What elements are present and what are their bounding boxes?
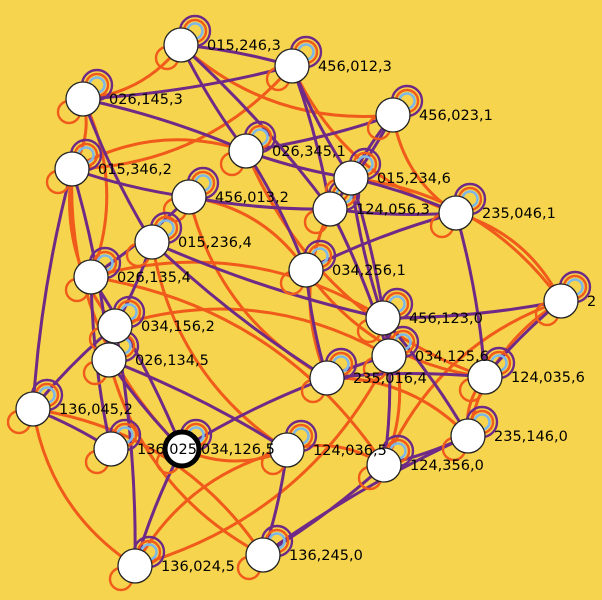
node-label-136-045-2: 136,045,2 [59, 402, 133, 418]
node-label-026-345-1: 026,345,1 [272, 144, 346, 160]
node-034-156-2[interactable] [97, 308, 133, 344]
node-026-134-5[interactable] [91, 342, 127, 378]
node-layer [15, 27, 579, 584]
node-124-056-3[interactable] [312, 191, 348, 227]
node-label-235-146-0: 235,146,0 [494, 429, 568, 445]
node-235-016-4[interactable] [309, 360, 345, 396]
node-136-245-0[interactable] [245, 537, 281, 573]
node-label-456-023-1: 456,023,1 [419, 108, 493, 124]
node-label-034-125-6: 034,125,6 [415, 349, 489, 365]
node-label-034-126-5: 034,126,5 [201, 442, 275, 458]
node-label-235-016-4: 235,016,4 [353, 371, 427, 387]
node-235-146-0[interactable] [450, 418, 486, 454]
purple-edge-026-145-3-to-026-345-1 [81, 97, 248, 153]
purple-edge-015-236-4-to-456-123-0 [150, 240, 385, 320]
node-136-025[interactable] [162, 429, 202, 469]
node-label-136-024-5: 136,024,5 [161, 559, 235, 575]
orange-edge-034-156-2-to-034-125-6 [113, 307, 391, 358]
node-label-026-145-3: 026,145,3 [109, 92, 183, 108]
node-015-346-2[interactable] [54, 151, 90, 187]
node-label-235-046-1: 235,046,1 [482, 206, 556, 222]
node-034-256-1[interactable] [288, 252, 324, 288]
node-label-026-135-4: 026,135,4 [117, 270, 191, 286]
orange-edge-026-134-5-to-136-245-0 [107, 358, 265, 557]
purple-edge-026-145-3-to-456-012-3 [81, 64, 294, 101]
orange-edge-026-135-4-to-124-356-0 [89, 275, 386, 467]
node-label-034-256-1: 034,256,1 [332, 263, 406, 279]
node-235-046-1[interactable] [438, 195, 474, 231]
node-label-456-123-0: 456,123,0 [409, 311, 483, 327]
node-label-034-156-2: 034,156,2 [141, 319, 215, 335]
node-456-123-0[interactable] [365, 300, 401, 336]
node-026-345-1[interactable] [228, 133, 264, 169]
purple-edge-015-236-4-to-235-016-4 [150, 240, 329, 380]
orange-edge-136-045-2-to-136-024-5 [31, 407, 137, 568]
node-label-456-012-3: 456,012,3 [318, 59, 392, 75]
node-label-124-035-6: 124,035,6 [511, 370, 585, 386]
node-label-124-036-5: 124,036,5 [313, 443, 387, 459]
purple-edge-124-056-3-to-034-125-6 [328, 207, 391, 358]
node-124-356-0[interactable] [366, 447, 402, 483]
purple-edge-026-134-5-to-124-036-5 [107, 358, 289, 452]
node-034-126-5[interactable] [93, 431, 129, 467]
orange-edge-136-045-2-to-136-245-0 [31, 407, 265, 557]
purple-edge-015-346-2-to-136-045-2 [31, 167, 74, 411]
node-label-136-025: 136,025 [137, 442, 197, 458]
node-124-036-5[interactable] [269, 432, 305, 468]
node-015-236-4[interactable] [134, 224, 170, 260]
node-124-035-6[interactable] [467, 359, 503, 395]
purple-edge-026-145-3-to-015-236-4 [81, 97, 154, 244]
orange-edge-026-345-1-to-124-035-6 [244, 149, 487, 379]
node-026-145-3[interactable] [65, 81, 101, 117]
orange-edge-015-246-3-to-456-023-1 [179, 43, 395, 118]
orange-edge-034-125-6-to-136-024-5 [133, 354, 391, 568]
node-456-013-2[interactable] [171, 179, 207, 215]
node-136-024-5[interactable] [117, 548, 153, 584]
node-label-015-246-3: 015,246,3 [207, 38, 281, 54]
node-label-124-356-0: 124,356,0 [410, 458, 484, 474]
node-456-012-3[interactable] [274, 48, 310, 84]
purple-edge-015-246-3-to-124-056-3 [179, 43, 332, 211]
node-034-125-6[interactable] [371, 338, 407, 374]
node-456-023-1[interactable] [375, 97, 411, 133]
purple-edge-026-135-4-to-136-025 [89, 275, 184, 451]
orange-edge-015-236-4-to-124-036-5 [150, 240, 289, 452]
node-015-246-3[interactable] [163, 27, 199, 63]
node-136-045-2[interactable] [15, 391, 51, 427]
node-label-124-056-3: 124,056,3 [356, 202, 430, 218]
node-label-2: 2 [587, 294, 596, 310]
node-label-015-346-2: 015,346,2 [98, 162, 172, 178]
node-026-135-4[interactable] [73, 259, 109, 295]
node-label-136-245-0: 136,245,0 [289, 548, 363, 564]
purple-edge-235-046-1-to-124-035-6 [454, 211, 487, 379]
node-label-015-234-6: 015,234,6 [377, 171, 451, 187]
node-label-015-236-4: 015,236,4 [178, 235, 252, 251]
node-2[interactable] [543, 283, 579, 319]
label-layer: 015,246,3 456,012,3 026,145,3 456,023,1 026,… [59, 38, 596, 575]
purple-edge-235-016-4-to-124-035-6 [325, 372, 487, 380]
node-015-234-6[interactable] [333, 160, 369, 196]
node-label-456-013-2: 456,013,2 [215, 190, 289, 206]
orange-edge-456-012-3-to-015-346-2 [70, 64, 294, 171]
node-label-026-134-5: 026,134,5 [135, 353, 209, 369]
